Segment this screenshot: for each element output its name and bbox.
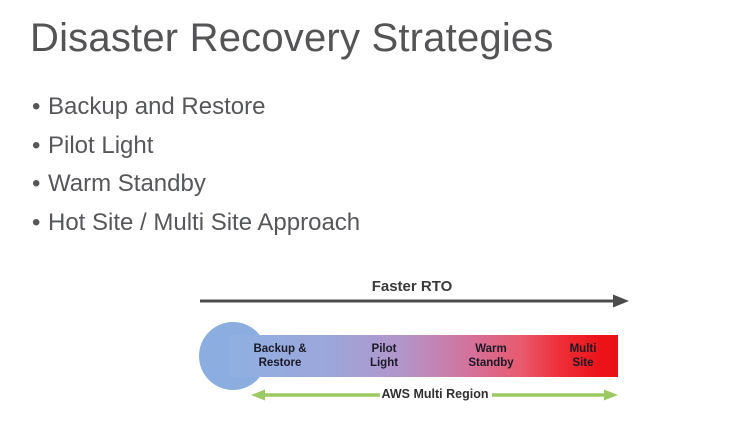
list-item: • Warm Standby [32,165,360,204]
bullet-icon: • [32,208,41,236]
list-item: • Backup and Restore [32,88,360,127]
faster-rto-label: Faster RTO [371,278,453,295]
bullet-text: Warm Standby [48,170,206,198]
list-item: • Pilot Light [32,127,360,166]
bar-segment-label-line: Light [369,357,399,369]
bullet-text: Backup and Restore [48,93,266,121]
bullet-icon: • [32,93,41,121]
aws-multi-region-label: AWS Multi Region [381,387,489,401]
list-item: • Hot Site / Multi Site Approach [32,204,360,243]
bullet-icon: • [32,131,41,159]
bullet-text: Pilot Light [48,131,154,159]
bullet-list: • Backup and Restore • Pilot Light • War… [32,88,360,242]
bar-segment-label-line: Warm [475,343,507,355]
bar-segment-multi-site: Multi Site [570,342,597,370]
right-arrow-icon [200,294,629,308]
bullet-icon: • [32,170,41,198]
bar-segment-label-line: Pilot [371,343,397,355]
bullet-text: Hot Site / Multi Site Approach [48,208,361,236]
bar-segment-label-line: Site [572,357,594,369]
bar-segment-label-line: Restore [258,357,302,369]
bar-segment-label-line: Standby [468,357,514,369]
page-title: Disaster Recovery Strategies [30,16,554,60]
bar-segment-pilot-light: Pilot Light [370,342,398,370]
bar-segment-label-line: Backup & [253,343,307,355]
bar-segment-backup-restore: Backup & Restore [253,342,306,370]
spectrum-gradient-bar [230,335,618,377]
bar-segment-label-line: Multi [569,343,597,355]
bar-segment-warm-standby: Warm Standby [468,342,513,370]
